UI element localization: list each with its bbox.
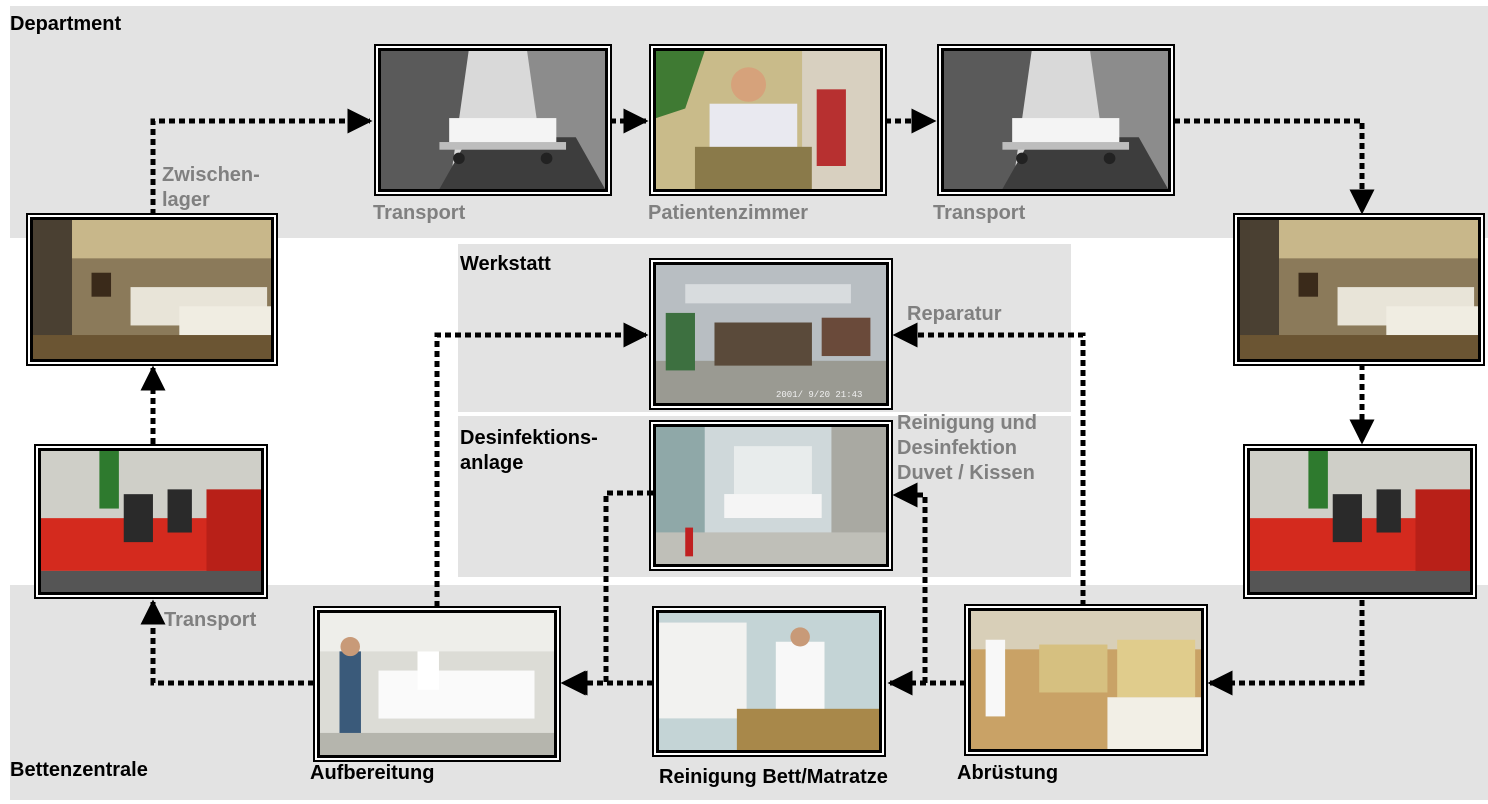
- desinfektion-label: Desinfektions- anlage: [460, 427, 598, 474]
- aufbereitung-label: Aufbereitung: [310, 762, 435, 784]
- zwischenlager-label: Zwischen- lager: [162, 164, 260, 211]
- transport-vehicle-photo-right: [1245, 446, 1475, 597]
- zwischenlager-photo-left: [28, 215, 276, 364]
- werkstatt-photo: 2001/ 9/20 21:43: [651, 260, 891, 408]
- reparatur-label: Reparatur: [907, 303, 1002, 325]
- transport-label-bottom: Transport: [164, 609, 257, 631]
- transport-corridor-photo-right: [939, 46, 1173, 194]
- abruestung-label: Abrüstung: [957, 762, 1059, 784]
- zwischenlager-photo-right: [1235, 215, 1483, 364]
- aufbereitung-photo: [315, 608, 559, 760]
- transport-vehicle-photo-left: [36, 446, 266, 597]
- abruestung-photo: [966, 606, 1206, 754]
- reinigung-duvet-label: Reinigung und Desinfektion Duvet / Kisse…: [897, 412, 1037, 484]
- patientenzimmer-photo: [651, 46, 885, 194]
- transport-label-top-left: Transport: [373, 202, 466, 224]
- reinigung-bett-photo: [654, 608, 884, 755]
- reinigung-bett-label: Reinigung Bett/Matratze: [659, 766, 888, 788]
- transport-corridor-photo-left: [376, 46, 610, 194]
- bettenzentrale-label: Bettenzentrale: [10, 759, 148, 781]
- werkstatt-photo-timestamp: 2001/ 9/20 21:43: [776, 390, 863, 400]
- werkstatt-label: Werkstatt: [460, 253, 551, 275]
- patientenzimmer-label: Patientenzimmer: [648, 202, 809, 224]
- transport-label-top-right: Transport: [933, 202, 1026, 224]
- department-label: Department: [10, 13, 122, 35]
- desinfektion-photo: [651, 422, 891, 569]
